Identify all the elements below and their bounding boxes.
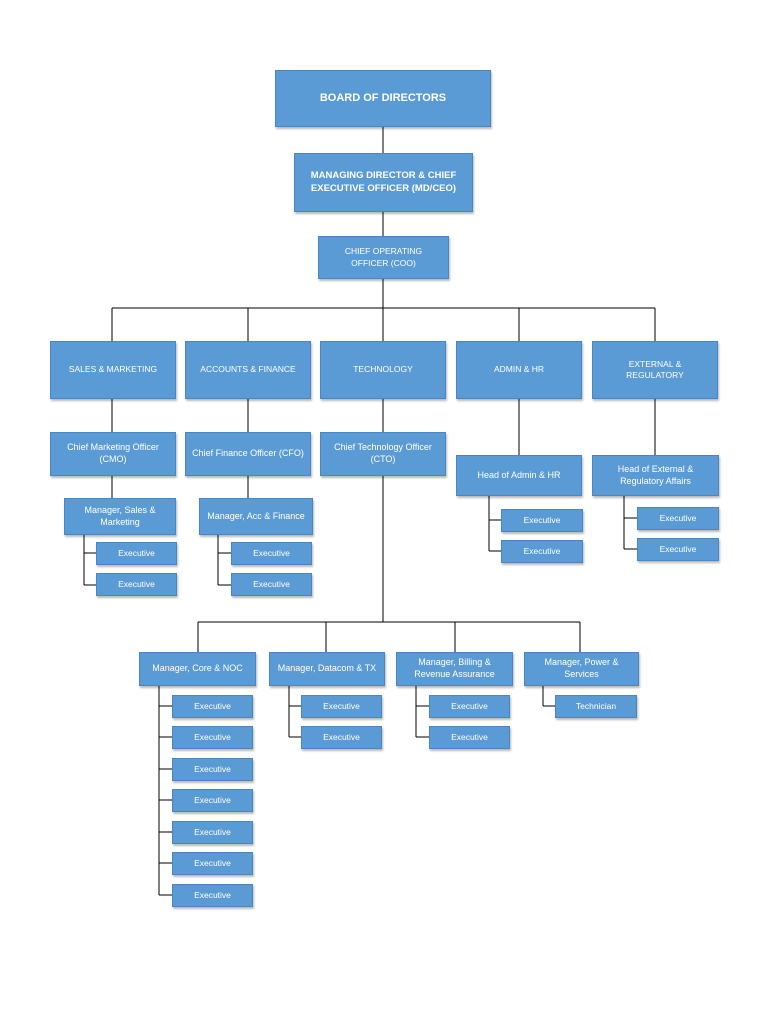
manager-sales-marketing-box: Manager, Sales & Marketing xyxy=(64,498,176,535)
executive-box: Executive xyxy=(637,507,719,530)
executive-box: Executive xyxy=(96,542,177,565)
dept-external-regulatory-box: EXTERNAL & REGULATORY xyxy=(592,341,718,399)
executive-box: Executive xyxy=(301,726,382,749)
cmo-box: Chief Marketing Officer (CMO) xyxy=(50,432,176,476)
dept-sales-marketing-box: SALES & MARKETING xyxy=(50,341,176,399)
executive-box: Executive xyxy=(172,821,253,844)
executive-box: Executive xyxy=(231,573,312,596)
dept-accounts-finance-box: ACCOUNTS & FINANCE xyxy=(185,341,311,399)
manager-core-noc-box: Manager, Core & NOC xyxy=(139,652,256,686)
coo-box: CHIEF OPERATING OFFICER (COO) xyxy=(318,236,449,279)
head-external-regulatory-box: Head of External & Regulatory Affairs xyxy=(592,455,719,496)
manager-acc-finance-box: Manager, Acc & Finance xyxy=(199,498,313,535)
head-admin-hr-box: Head of Admin & HR xyxy=(456,455,582,496)
executive-box: Executive xyxy=(429,695,510,718)
executive-box: Executive xyxy=(172,852,253,875)
manager-power-services-box: Manager, Power & Services xyxy=(524,652,639,686)
executive-box: Executive xyxy=(172,884,253,907)
board-of-directors-box: BOARD OF DIRECTORS xyxy=(275,70,491,127)
manager-billing-revenue-box: Manager, Billing & Revenue Assurance xyxy=(396,652,513,686)
executive-box: Executive xyxy=(172,758,253,781)
dept-technology-box: TECHNOLOGY xyxy=(320,341,446,399)
executive-box: Executive xyxy=(429,726,510,749)
executive-box: Executive xyxy=(501,540,583,563)
dept-admin-hr-box: ADMIN & HR xyxy=(456,341,582,399)
executive-box: Executive xyxy=(172,789,253,812)
executive-box: Executive xyxy=(301,695,382,718)
executive-box: Executive xyxy=(96,573,177,596)
cfo-box: Chief Finance Officer (CFO) xyxy=(185,432,311,476)
executive-box: Executive xyxy=(501,509,583,532)
executive-box: Executive xyxy=(231,542,312,565)
md-ceo-box: MANAGING DIRECTOR & CHIEF EXECUTIVE OFFI… xyxy=(294,153,473,212)
cto-box: Chief Technology Officer (CTO) xyxy=(320,432,446,476)
executive-box: Executive xyxy=(637,538,719,561)
technician-box: Technician xyxy=(555,695,637,718)
manager-datacom-tx-box: Manager, Datacom & TX xyxy=(269,652,385,686)
executive-box: Executive xyxy=(172,695,253,718)
executive-box: Executive xyxy=(172,726,253,749)
